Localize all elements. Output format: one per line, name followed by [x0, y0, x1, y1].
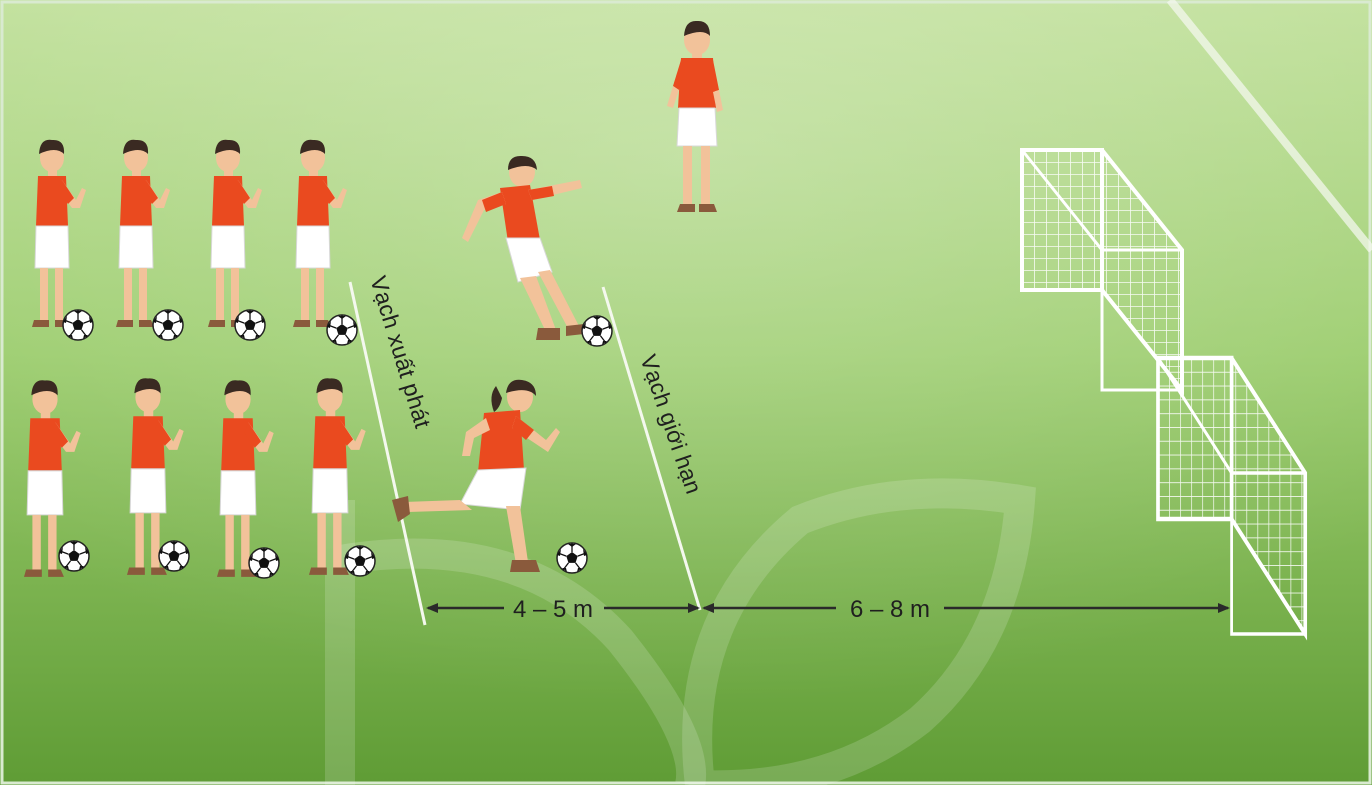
soccer-ball-icon — [63, 310, 93, 340]
soccer-ball-icon — [327, 315, 357, 345]
soccer-ball-icon — [153, 310, 183, 340]
soccer-ball-icon — [345, 546, 375, 576]
soccer-ball-icon — [159, 541, 189, 571]
soccer-ball-icon — [249, 548, 279, 578]
soccer-ball-icon — [582, 316, 612, 346]
distance-label-2: 6 – 8 m — [850, 596, 930, 623]
soccer-ball-icon — [59, 541, 89, 571]
soccer-ball-icon — [557, 543, 587, 573]
soccer-ball-icon — [235, 310, 265, 340]
distance-label-1: 4 – 5 m — [513, 596, 593, 623]
